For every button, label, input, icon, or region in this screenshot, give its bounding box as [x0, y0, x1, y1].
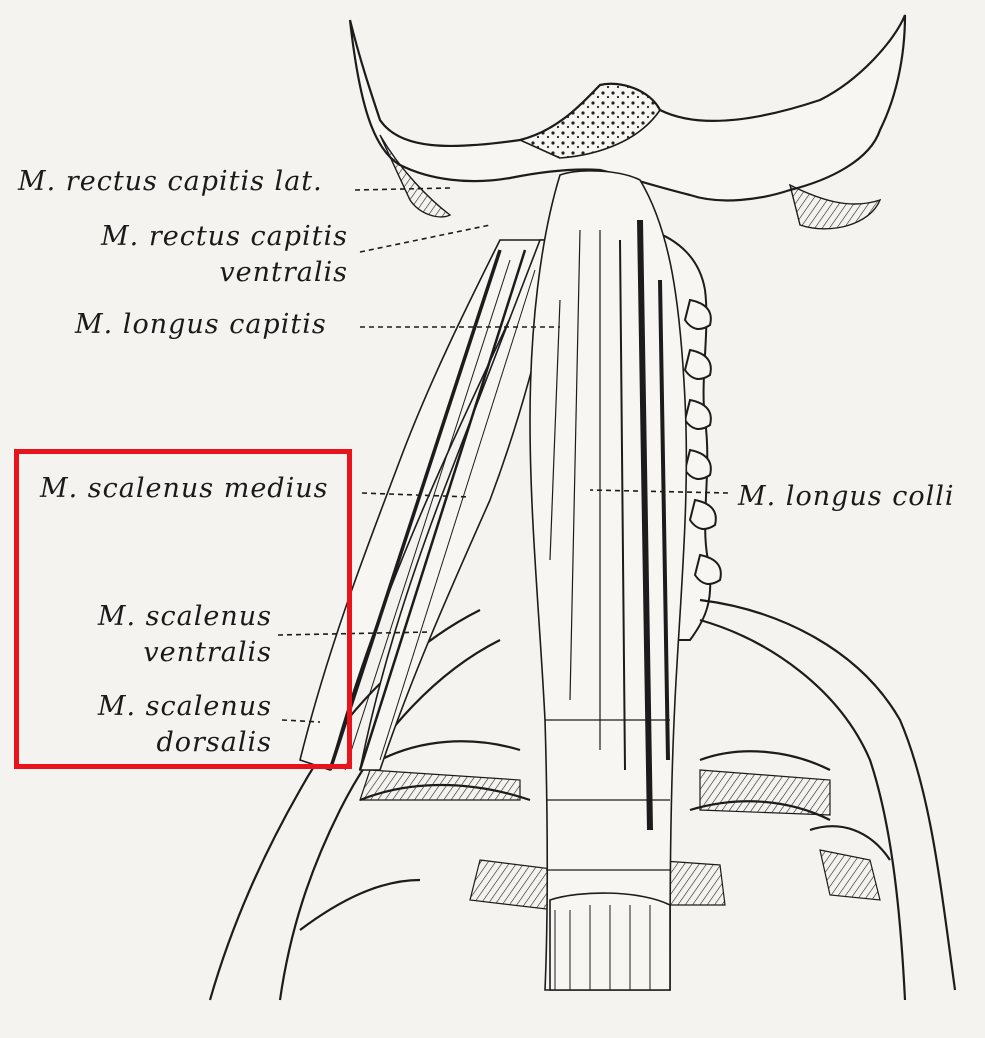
label-longus-capitis: M. longus capitis	[75, 308, 327, 342]
highlight-box	[14, 449, 352, 769]
label-longus-colli: M. longus colli	[738, 480, 955, 514]
label-rectus-capitis-lat: M. rectus capitis lat.	[18, 165, 323, 199]
longus-muscles	[530, 171, 686, 990]
label-rectus-capitis-ventralis-line2: ventralis	[80, 256, 348, 290]
label-rectus-capitis-ventralis-line1: M. rectus capitis	[80, 220, 348, 254]
